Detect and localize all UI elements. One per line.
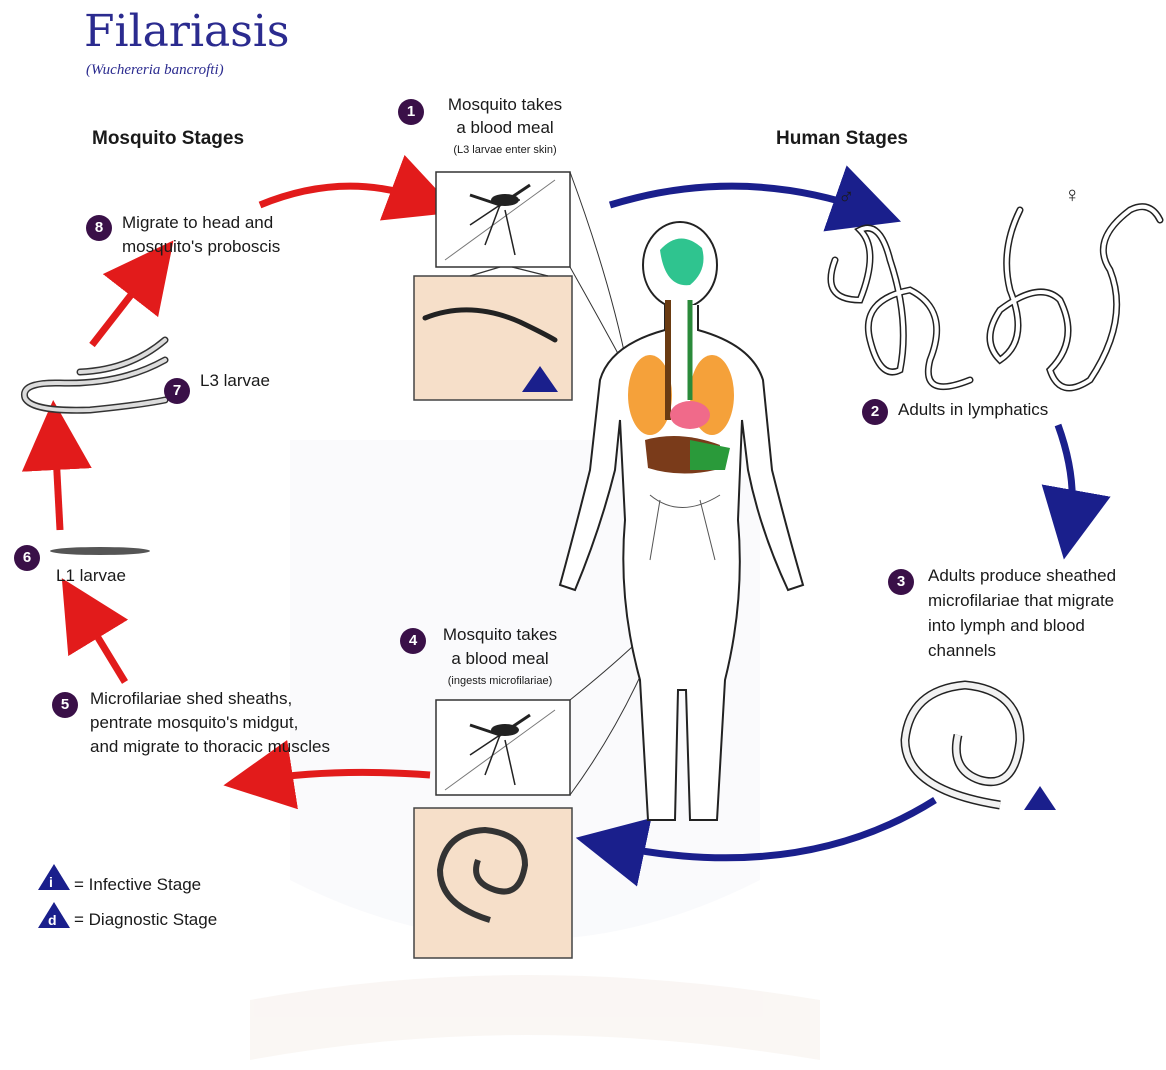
step-8-line1: Migrate to head and [122, 212, 273, 234]
step-7-text: L3 larvae [200, 370, 270, 392]
step-6-text: L1 larvae [56, 565, 126, 587]
legend-infective-label: = Infective Stage [74, 874, 201, 896]
microfilaria [905, 685, 1056, 810]
step-3-line2: microfilariae that migrate [928, 590, 1114, 612]
step-5-badge: 5 [52, 692, 78, 718]
arrow-8-to-1 [260, 186, 425, 205]
legend-diagnostic-letter: d [48, 909, 57, 931]
arrow-1-to-2 [610, 186, 868, 210]
step-5-line3: and migrate to thoracic muscles [90, 736, 330, 758]
step-6-badge: 6 [14, 545, 40, 571]
step-3-badge: 3 [888, 569, 914, 595]
step-5-line1: Microfilariae shed sheaths, [90, 688, 292, 710]
legend-diagnostic-label: = Diagnostic Stage [74, 909, 217, 931]
male-symbol: ♂ [838, 186, 855, 208]
arrow-5-to-6 [80, 608, 125, 682]
mosquito-bite-panel-bottom [414, 700, 572, 958]
step-4-note: (ingests microfilariae) [405, 674, 595, 688]
arrow-6-to-7 [55, 435, 60, 530]
step-2-badge: 2 [862, 399, 888, 425]
diagram-subtitle: (Wuchereria bancrofti) [86, 62, 224, 79]
step-1-line2: a blood meal [410, 117, 600, 139]
arrow-2-to-3 [1058, 425, 1072, 525]
step-3-line4: channels [928, 640, 996, 662]
step-5-line2: pentrate mosquito's midgut, [90, 712, 298, 734]
l3-larva [24, 340, 165, 410]
mosquito-stages-header: Mosquito Stages [92, 128, 244, 150]
mosquito-bite-panel-top [414, 172, 572, 400]
arrow-7-to-8 [92, 268, 152, 345]
legend-infective-letter: i [49, 871, 53, 893]
step-7-badge: 7 [164, 378, 190, 404]
step-1-line1: Mosquito takes [410, 94, 600, 116]
step-3-line1: Adults produce sheathed [928, 565, 1116, 587]
step-8-line2: mosquito's proboscis [122, 236, 280, 258]
step-8-badge: 8 [86, 215, 112, 241]
female-symbol: ♀ [1064, 184, 1081, 206]
step-2-text: Adults in lymphatics [898, 399, 1048, 421]
step-4-line1: Mosquito takes [405, 624, 595, 646]
step-1-note: (L3 larvae enter skin) [410, 143, 600, 157]
step-4-line2: a blood meal [405, 648, 595, 670]
step-3-line3: into lymph and blood [928, 615, 1085, 637]
l1-larva [50, 547, 150, 555]
adult-worms [831, 207, 1160, 388]
human-stages-header: Human Stages [776, 128, 908, 150]
diagram-title: Filariasis [84, 6, 289, 57]
